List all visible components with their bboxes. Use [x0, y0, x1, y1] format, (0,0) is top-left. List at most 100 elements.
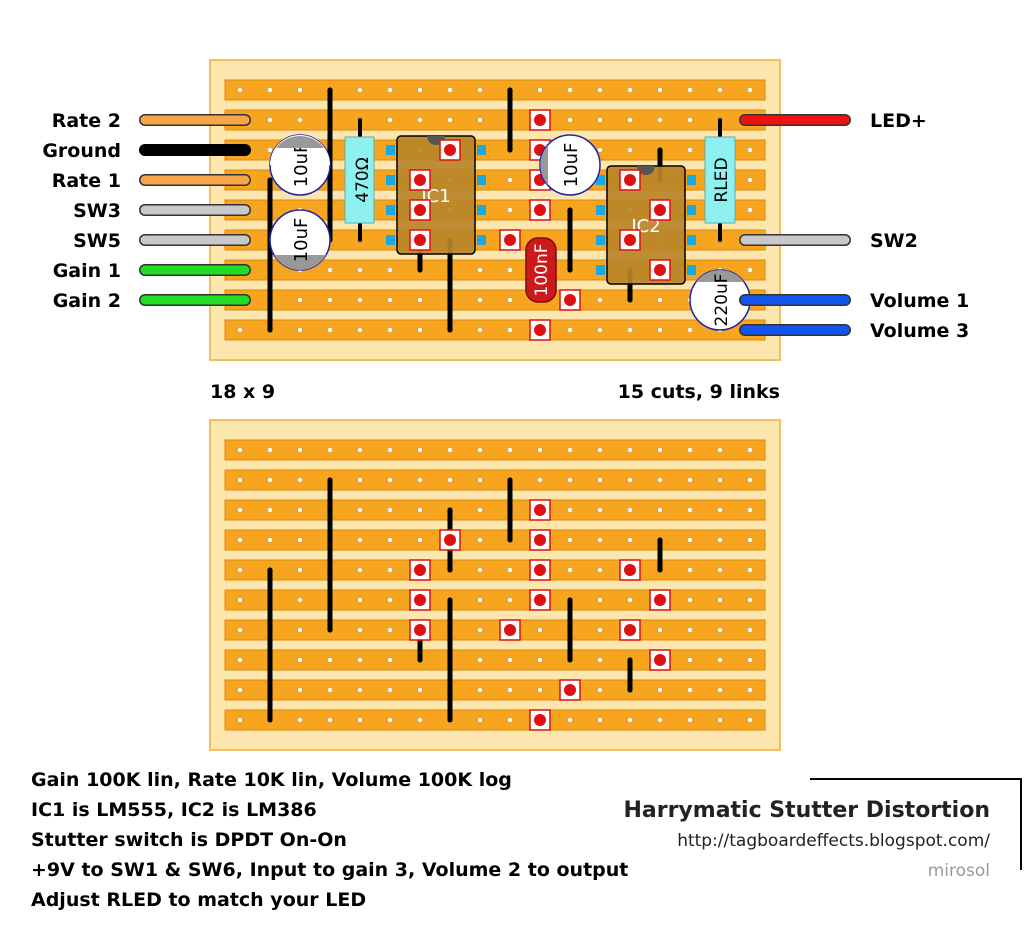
- strip-hole: [627, 507, 633, 513]
- title-bracket-side: [1020, 778, 1022, 870]
- strip-hole: [417, 537, 423, 543]
- strip-hole: [237, 597, 243, 603]
- strip-hole: [477, 537, 483, 543]
- strip-hole: [747, 147, 753, 153]
- strip-hole: [387, 267, 393, 273]
- resistor-rled: RLED: [704, 118, 736, 242]
- strip-hole: [567, 477, 573, 483]
- strip-hole: [477, 567, 483, 573]
- strip-hole: [747, 537, 753, 543]
- board-size-label: 18 x 9: [210, 381, 275, 403]
- strip-hole: [357, 327, 363, 333]
- strip-hole: [237, 507, 243, 513]
- strip-hole: [327, 297, 333, 303]
- strip-hole: [627, 597, 633, 603]
- strip-hole: [747, 597, 753, 603]
- strip-hole: [597, 297, 603, 303]
- strip-hole: [747, 507, 753, 513]
- copper-strip: [224, 619, 766, 641]
- note-3: Stutter switch is DPDT On-On: [31, 829, 347, 851]
- strip-hole: [387, 447, 393, 453]
- cap-10uf-2: 10uF: [269, 209, 331, 271]
- track-cut-mark: [624, 234, 636, 246]
- track-cut-mark: [504, 234, 516, 246]
- strip-hole: [357, 477, 363, 483]
- strip-hole: [417, 507, 423, 513]
- strip-hole: [507, 597, 513, 603]
- strip-hole: [357, 447, 363, 453]
- wire-label: SW3: [73, 200, 121, 222]
- strip-hole: [597, 657, 603, 663]
- strip-hole: [717, 447, 723, 453]
- strip-hole: [417, 117, 423, 123]
- strip-hole: [687, 447, 693, 453]
- strip-hole: [687, 567, 693, 573]
- strip-hole: [237, 327, 243, 333]
- strip-hole: [717, 627, 723, 633]
- strip-hole: [357, 507, 363, 513]
- cap-220uf: 220uF: [689, 269, 751, 331]
- strip-hole: [657, 327, 663, 333]
- strip-hole: [417, 297, 423, 303]
- copper-strip: [224, 79, 766, 101]
- strip-hole: [537, 447, 543, 453]
- strip-hole: [627, 117, 633, 123]
- note-2: IC1 is LM555, IC2 is LM386: [31, 799, 317, 821]
- cap-10uf-1-stripe: [276, 136, 324, 148]
- strip-hole: [717, 567, 723, 573]
- wire-label: Volume 1: [870, 290, 969, 312]
- strip-hole: [627, 537, 633, 543]
- strip-hole: [477, 117, 483, 123]
- strip-hole: [687, 627, 693, 633]
- strip-hole: [387, 477, 393, 483]
- strip-hole: [357, 687, 363, 693]
- strip-hole: [687, 327, 693, 333]
- strip-hole: [267, 447, 273, 453]
- cuts-bottom: [409, 499, 671, 731]
- strip-hole: [417, 87, 423, 93]
- copper-strip: [224, 469, 766, 491]
- resistor-470-label: 470Ω: [353, 157, 373, 202]
- author-name: mirosol: [927, 861, 990, 881]
- track-cut-mark: [564, 294, 576, 306]
- strip-hole: [357, 537, 363, 543]
- strip-hole: [507, 687, 513, 693]
- copper-strip: [224, 319, 766, 341]
- strip-hole: [327, 657, 333, 663]
- strip-hole: [747, 657, 753, 663]
- copper-strip: [224, 649, 766, 671]
- strip-hole: [477, 597, 483, 603]
- strip-hole: [537, 687, 543, 693]
- strip-hole: [387, 567, 393, 573]
- strip-hole: [447, 447, 453, 453]
- strip-hole: [717, 477, 723, 483]
- title-bracket: [810, 778, 1022, 780]
- track-cut-mark: [444, 144, 456, 156]
- strip-hole: [597, 537, 603, 543]
- strip-hole: [297, 477, 303, 483]
- strip-hole: [687, 117, 693, 123]
- track-cut-mark: [654, 654, 666, 666]
- strip-hole: [297, 117, 303, 123]
- track-cut-mark: [534, 504, 546, 516]
- strip-hole: [477, 477, 483, 483]
- strip-hole: [267, 87, 273, 93]
- note-1: Gain 100K lin, Rate 10K lin, Volume 100K…: [31, 769, 512, 791]
- strip-hole: [477, 87, 483, 93]
- strip-hole: [627, 477, 633, 483]
- strip-hole: [687, 657, 693, 663]
- strip-hole: [687, 597, 693, 603]
- strip-hole: [477, 507, 483, 513]
- strip-hole: [597, 327, 603, 333]
- strip-hole: [327, 687, 333, 693]
- track-cut-mark: [444, 534, 456, 546]
- cap-10uf-2-label: 10uF: [291, 218, 312, 263]
- strip-hole: [627, 147, 633, 153]
- strip-hole: [747, 267, 753, 273]
- strip-hole: [477, 627, 483, 633]
- track-cut-mark: [624, 624, 636, 636]
- track-cut-mark: [414, 234, 426, 246]
- copper-strip: [224, 439, 766, 461]
- strip-hole: [597, 477, 603, 483]
- wire-label: SW5: [73, 230, 121, 252]
